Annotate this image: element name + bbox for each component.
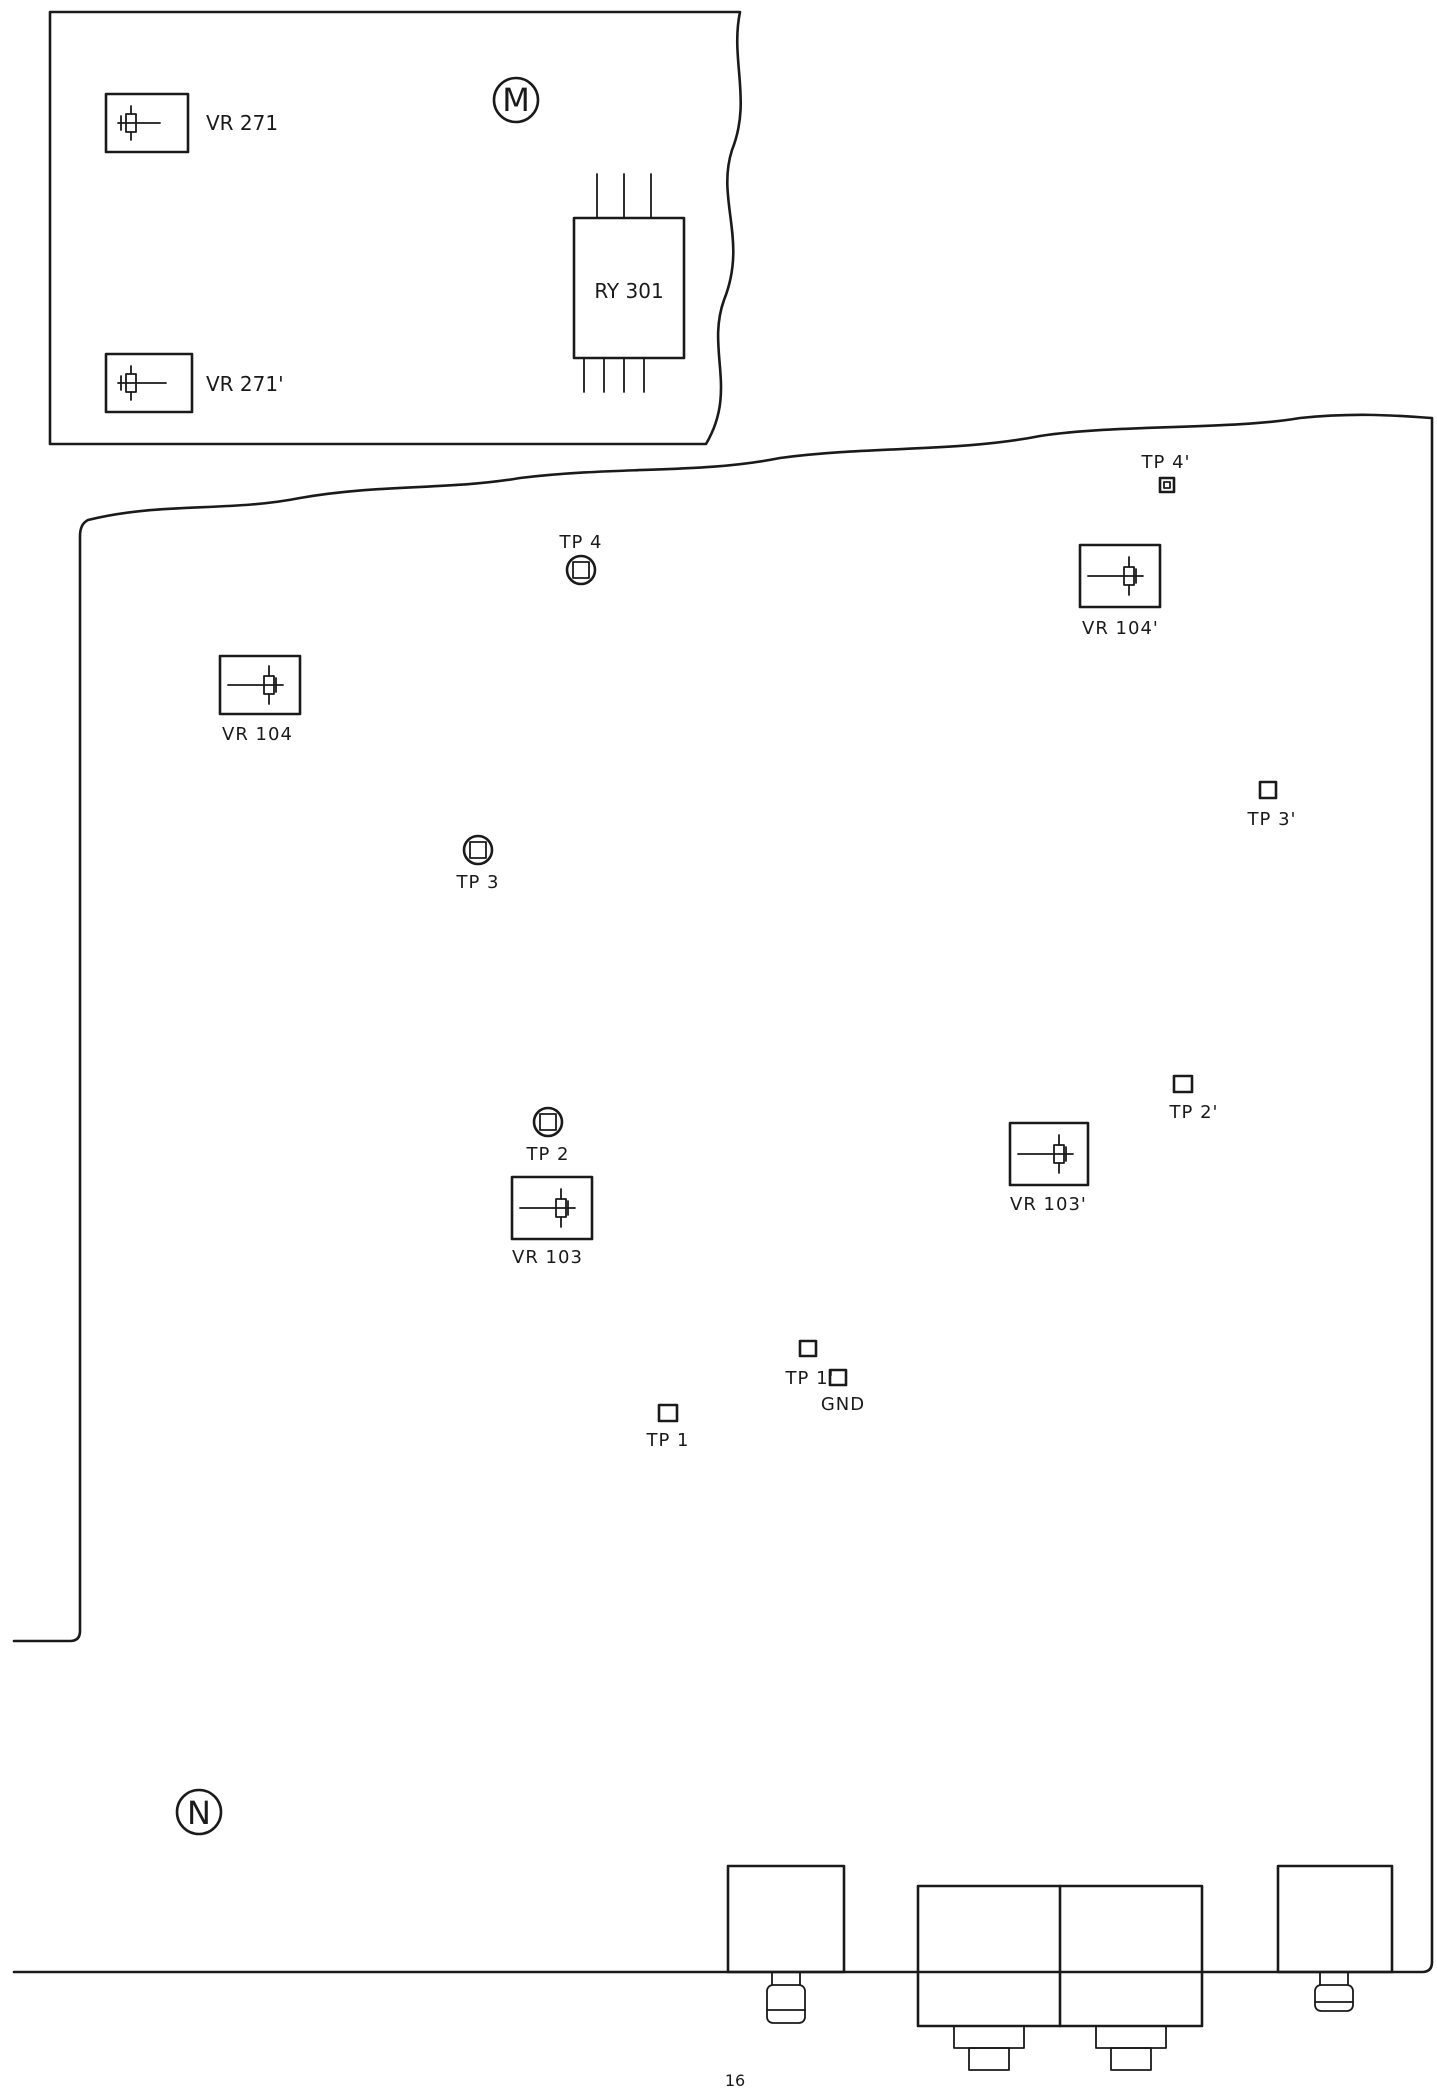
test-point-tp2-prime: TP 2' (1169, 1074, 1219, 1123)
trimmer-vr271: VR 271 (104, 92, 278, 154)
board-n-label: N (187, 1794, 211, 1832)
label-tp1-prime: TP 1' (785, 1368, 835, 1389)
connector-right-jack (1276, 1864, 1394, 2012)
trimmer-vr104: VR 104 (218, 654, 302, 745)
label-tp4-prime: TP 4' (1141, 452, 1191, 473)
label-vr271: VR 271 (206, 111, 278, 135)
relay-ry301: RY 301 (572, 173, 686, 393)
test-point-tp1-prime: TP 1' (785, 1339, 835, 1389)
connector-center-dual (916, 1884, 1204, 2071)
label-ry301: RY 301 (594, 279, 663, 303)
label-tp1: TP 1 (645, 1430, 689, 1451)
board-n: N VR 104 VR 104' VR 103 (12, 413, 1434, 2071)
board-m-label: M (502, 81, 530, 119)
label-tp3: TP 3 (455, 872, 499, 893)
test-point-tp4-prime: TP 4' (1141, 452, 1191, 494)
page-number: 16 (725, 2071, 745, 2090)
label-gnd: GND (821, 1394, 865, 1415)
test-point-tp2: TP 2 (525, 1106, 569, 1165)
trimmer-vr103-prime: VR 103' (1008, 1121, 1090, 1215)
board-m-marker (492, 76, 540, 124)
label-tp2: TP 2 (525, 1144, 569, 1165)
trimmer-vr271-prime: VR 271' (104, 352, 284, 414)
trimmer-vr103: VR 103 (510, 1175, 594, 1268)
test-point-tp1: TP 1 (645, 1403, 689, 1451)
board-n-marker (175, 1788, 223, 1836)
board-m-outline (48, 10, 742, 446)
label-tp4: TP 4 (558, 532, 602, 553)
label-vr103: VR 103 (512, 1247, 583, 1268)
board-n-outline (12, 413, 1434, 1974)
test-point-tp4: TP 4 (558, 532, 602, 586)
label-tp2-prime: TP 2' (1169, 1102, 1219, 1123)
test-point-gnd: GND (821, 1368, 865, 1415)
test-point-tp3: TP 3 (455, 834, 499, 893)
label-vr104-prime: VR 104' (1082, 618, 1159, 639)
label-vr104: VR 104 (222, 724, 293, 745)
label-vr103-prime: VR 103' (1010, 1194, 1087, 1215)
test-point-tp3-prime: TP 3' (1247, 780, 1297, 830)
label-tp3-prime: TP 3' (1247, 809, 1297, 830)
label-vr271-prime: VR 271' (206, 372, 284, 396)
connector-left-jack (726, 1864, 846, 2024)
trimmer-vr104-prime: VR 104' (1078, 543, 1162, 639)
board-m: M VR 271 VR 271' RY 301 (48, 10, 742, 446)
